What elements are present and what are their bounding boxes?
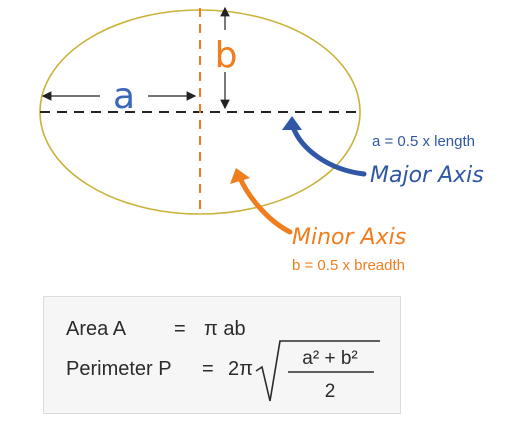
label-b: b [215, 35, 238, 76]
major-axis-note: a = 0.5 x length [372, 133, 475, 150]
area-prefix: Area A [66, 318, 127, 340]
major-axis-arrowhead [282, 116, 302, 130]
formula-box: Area A = π ab Perimeter P = 2π a² + b² 2 [43, 296, 401, 414]
minor-axis-note: b = 0.5 x breadth [292, 257, 405, 274]
perimeter-equals: = [202, 358, 214, 380]
minor-axis-label: Minor Axis [292, 225, 406, 250]
label-a: a [113, 76, 135, 117]
major-axis-label: Major Axis [370, 163, 484, 188]
perimeter-numerator: a² + b² [302, 348, 357, 369]
area-equals: = [174, 318, 186, 340]
minor-axis-pointer-arrow [237, 175, 293, 235]
perimeter-coefficient: 2π [228, 358, 253, 380]
area-expression: π ab [204, 318, 246, 340]
perimeter-denominator: 2 [325, 381, 336, 402]
perimeter-prefix: Perimeter P [66, 358, 172, 380]
major-axis-pointer-arrow [289, 121, 367, 177]
minor-axis-arrowhead [230, 168, 250, 184]
sqrt-radical [255, 340, 380, 402]
